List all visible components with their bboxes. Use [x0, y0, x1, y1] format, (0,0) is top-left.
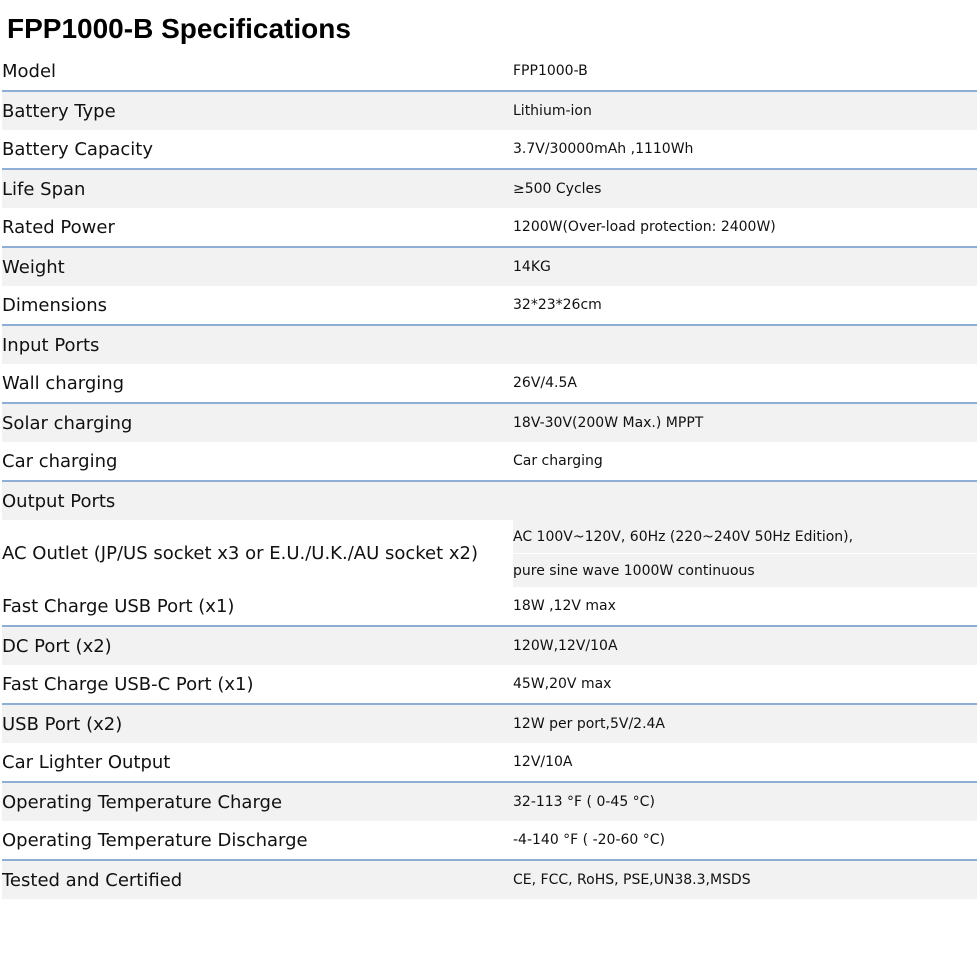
spec-label: Fast Charge USB Port (x1)	[2, 587, 513, 627]
spec-label: Model	[2, 52, 513, 92]
spec-row-usb-port: USB Port (x2) 12W per port,5V/2.4A	[2, 704, 977, 743]
spec-value: 32*23*26cm	[513, 286, 977, 326]
spec-row-ac-outlet-cont: pure sine wave 1000W continuous	[2, 553, 977, 587]
spec-value	[513, 325, 977, 364]
spec-value: Lithium-ion	[513, 91, 977, 130]
spec-label: Weight	[2, 247, 513, 286]
spec-value: 18V-30V(200W Max.) MPPT	[513, 403, 977, 442]
spec-row-output-ports: Output Ports	[2, 481, 977, 520]
spec-value: CE, FCC, RoHS, PSE,UN38.3,MSDS	[513, 860, 977, 899]
spec-value: 18W ,12V max	[513, 587, 977, 627]
spec-label: Operating Temperature Discharge	[2, 821, 513, 861]
spec-label: Solar charging	[2, 403, 513, 442]
spec-value: ≥500 Cycles	[513, 169, 977, 208]
spec-label: Wall charging	[2, 364, 513, 404]
spec-value: FPP1000-B	[513, 52, 977, 92]
spec-value: -4-140 °F ( -20-60 °C)	[513, 821, 977, 861]
spec-label: Fast Charge USB-C Port (x1)	[2, 665, 513, 705]
spec-value: Car charging	[513, 442, 977, 482]
spec-value: 26V/4.5A	[513, 364, 977, 404]
spec-value: 120W,12V/10A	[513, 626, 977, 665]
spec-value-line1: AC 100V~120V, 60Hz (220~240V 50Hz Editio…	[513, 520, 977, 554]
spec-table: Model FPP1000-B Battery Type Lithium-ion…	[2, 52, 977, 899]
spec-label: Operating Temperature Charge	[2, 782, 513, 821]
spec-label: Life Span	[2, 169, 513, 208]
spec-label: Tested and Certified	[2, 860, 513, 899]
spec-label: Battery Capacity	[2, 130, 513, 170]
spec-value	[513, 481, 977, 520]
spec-value: 12W per port,5V/2.4A	[513, 704, 977, 743]
spec-value: 32-113 °F ( 0-45 °C)	[513, 782, 977, 821]
spec-row-certified: Tested and Certified CE, FCC, RoHS, PSE,…	[2, 860, 977, 899]
spec-value: 1200W(Over-load protection: 2400W)	[513, 208, 977, 248]
spec-row-car-lighter: Car Lighter Output 12V/10A	[2, 743, 977, 783]
spec-row-life-span: Life Span ≥500 Cycles	[2, 169, 977, 208]
spec-section-heading: Output Ports	[2, 481, 513, 520]
spec-row-dc-port: DC Port (x2) 120W,12V/10A	[2, 626, 977, 665]
spec-row-input-ports: Input Ports	[2, 325, 977, 364]
page-title: FPP1000-B Specifications	[7, 13, 351, 44]
spec-label: AC Outlet (JP/US socket x3 or E.U./U.K./…	[2, 520, 513, 587]
spec-row-weight: Weight 14KG	[2, 247, 977, 286]
spec-value: 3.7V/30000mAh ,1110Wh	[513, 130, 977, 170]
spec-label: Battery Type	[2, 91, 513, 130]
spec-row-ac-outlet: AC Outlet (JP/US socket x3 or E.U./U.K./…	[2, 520, 977, 587]
spec-value: 12V/10A	[513, 743, 977, 783]
spec-row-battery-capacity: Battery Capacity 3.7V/30000mAh ,1110Wh	[2, 130, 977, 170]
spec-row-rated-power: Rated Power 1200W(Over-load protection: …	[2, 208, 977, 248]
spec-row-temp-charge: Operating Temperature Charge 32-113 °F (…	[2, 782, 977, 821]
spec-label: Car Lighter Output	[2, 743, 513, 783]
spec-value: 45W,20V max	[513, 665, 977, 705]
spec-row-fast-usb: Fast Charge USB Port (x1) 18W ,12V max	[2, 587, 977, 627]
spec-row-temp-discharge: Operating Temperature Discharge -4-140 °…	[2, 821, 977, 861]
spec-row-battery-type: Battery Type Lithium-ion	[2, 91, 977, 130]
spec-label: Dimensions	[2, 286, 513, 326]
spec-label: Car charging	[2, 442, 513, 482]
spec-row-wall-charging: Wall charging 26V/4.5A	[2, 364, 977, 404]
spec-value: 14KG	[513, 247, 977, 286]
spec-label: Rated Power	[2, 208, 513, 248]
spec-section-heading: Input Ports	[2, 325, 513, 364]
spec-label: DC Port (x2)	[2, 626, 513, 665]
spec-value-line2: pure sine wave 1000W continuous	[513, 553, 977, 587]
spec-row-fast-usb-c: Fast Charge USB-C Port (x1) 45W,20V max	[2, 665, 977, 705]
spec-row-dimensions: Dimensions 32*23*26cm	[2, 286, 977, 326]
spec-row-model: Model FPP1000-B	[2, 52, 977, 92]
spec-row-car-charging: Car charging Car charging	[2, 442, 977, 482]
spec-label: USB Port (x2)	[2, 704, 513, 743]
spec-row-solar-charging: Solar charging 18V-30V(200W Max.) MPPT	[2, 403, 977, 442]
